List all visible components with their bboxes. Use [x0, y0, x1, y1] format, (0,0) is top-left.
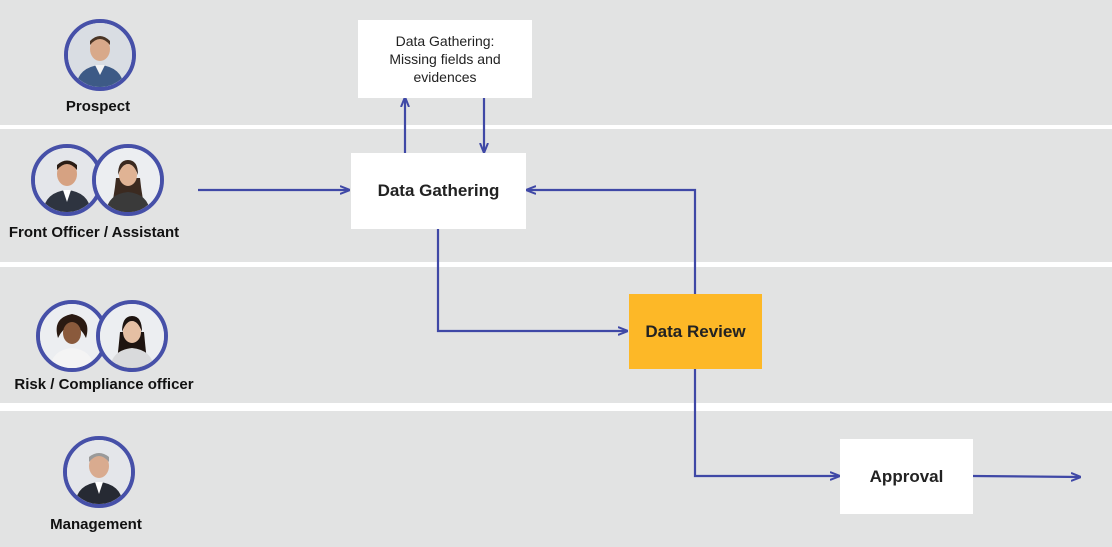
person-icon [100, 304, 164, 368]
missing-fields-box: Data Gathering: Missing fields and evide… [358, 20, 532, 98]
arrow-data-review-to-data-gathering [527, 190, 697, 294]
management-avatar [63, 436, 135, 508]
arrow-approval-out [972, 476, 1080, 477]
front-officer-avatar [31, 144, 103, 216]
lane-label-risk-compliance: Risk / Compliance officer [14, 376, 194, 393]
lane-label-prospect: Prospect [65, 98, 131, 115]
lane-front-officer [0, 129, 1112, 262]
data-gathering-box: Data Gathering [351, 153, 526, 229]
assistant-avatar [92, 144, 164, 216]
data-review-box: Data Review [629, 294, 762, 369]
lane-risk-compliance [0, 267, 1112, 403]
person-icon [96, 148, 160, 212]
compliance-officer-avatar [96, 300, 168, 372]
arrow-data-gathering-to-data-review [436, 229, 627, 331]
person-icon [35, 148, 99, 212]
person-icon [67, 440, 131, 504]
person-icon [68, 23, 132, 87]
person-icon [40, 304, 104, 368]
lane-label-management: Management [50, 516, 142, 533]
prospect-avatar [64, 19, 136, 91]
approval-box: Approval [840, 439, 973, 514]
lane-prospect [0, 0, 1112, 125]
lane-label-front-officer: Front Officer / Assistant [8, 224, 180, 241]
arrow-data-review-to-approval [693, 369, 839, 476]
